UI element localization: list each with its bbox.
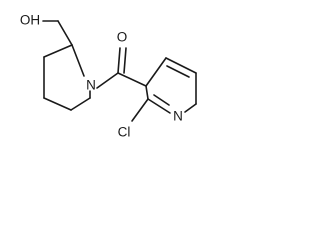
bond-pyridine-c4-c5-inner [166,65,190,78]
atom-label-chlorine: Cl [118,125,131,140]
bond-pyridine-c2-to-cl [131,98,149,122]
bond-piperidine-c2-c3 [43,44,73,58]
atom-label-pyridine-nitrogen: N [173,109,183,124]
atom-label-hydroxyl: OH [20,13,40,28]
bond-pyridine-c6-n [184,103,197,113]
bond-piperidine-n-c2 [71,44,85,77]
atom-label-carbonyl-oxygen: O [117,30,128,45]
bond-pyridine-c2-c3 [145,85,149,100]
bond-piperidine-c4-c5 [43,97,72,111]
bond-carbonyl-c-o-1 [117,47,121,74]
chemical-structure-diagram: OH O N N Cl [20,13,197,140]
bond-carbonyl-c-o-2 [123,47,127,74]
bond-n-to-carbonyl-c [96,72,119,89]
bond-pyridine-c3-c4 [145,57,167,87]
bond-ch2-to-ring-c2 [57,20,73,46]
atom-label-piperidine-nitrogen: N [86,78,96,93]
bond-carbonyl-c-to-pyridine [117,72,147,87]
bond-pyridine-c4-c5 [165,57,197,74]
bond-pyridine-n-c2-inner [153,94,170,106]
bond-pyridine-n-c2 [147,98,171,114]
bond-piperidine-c5-c6 [70,97,91,111]
